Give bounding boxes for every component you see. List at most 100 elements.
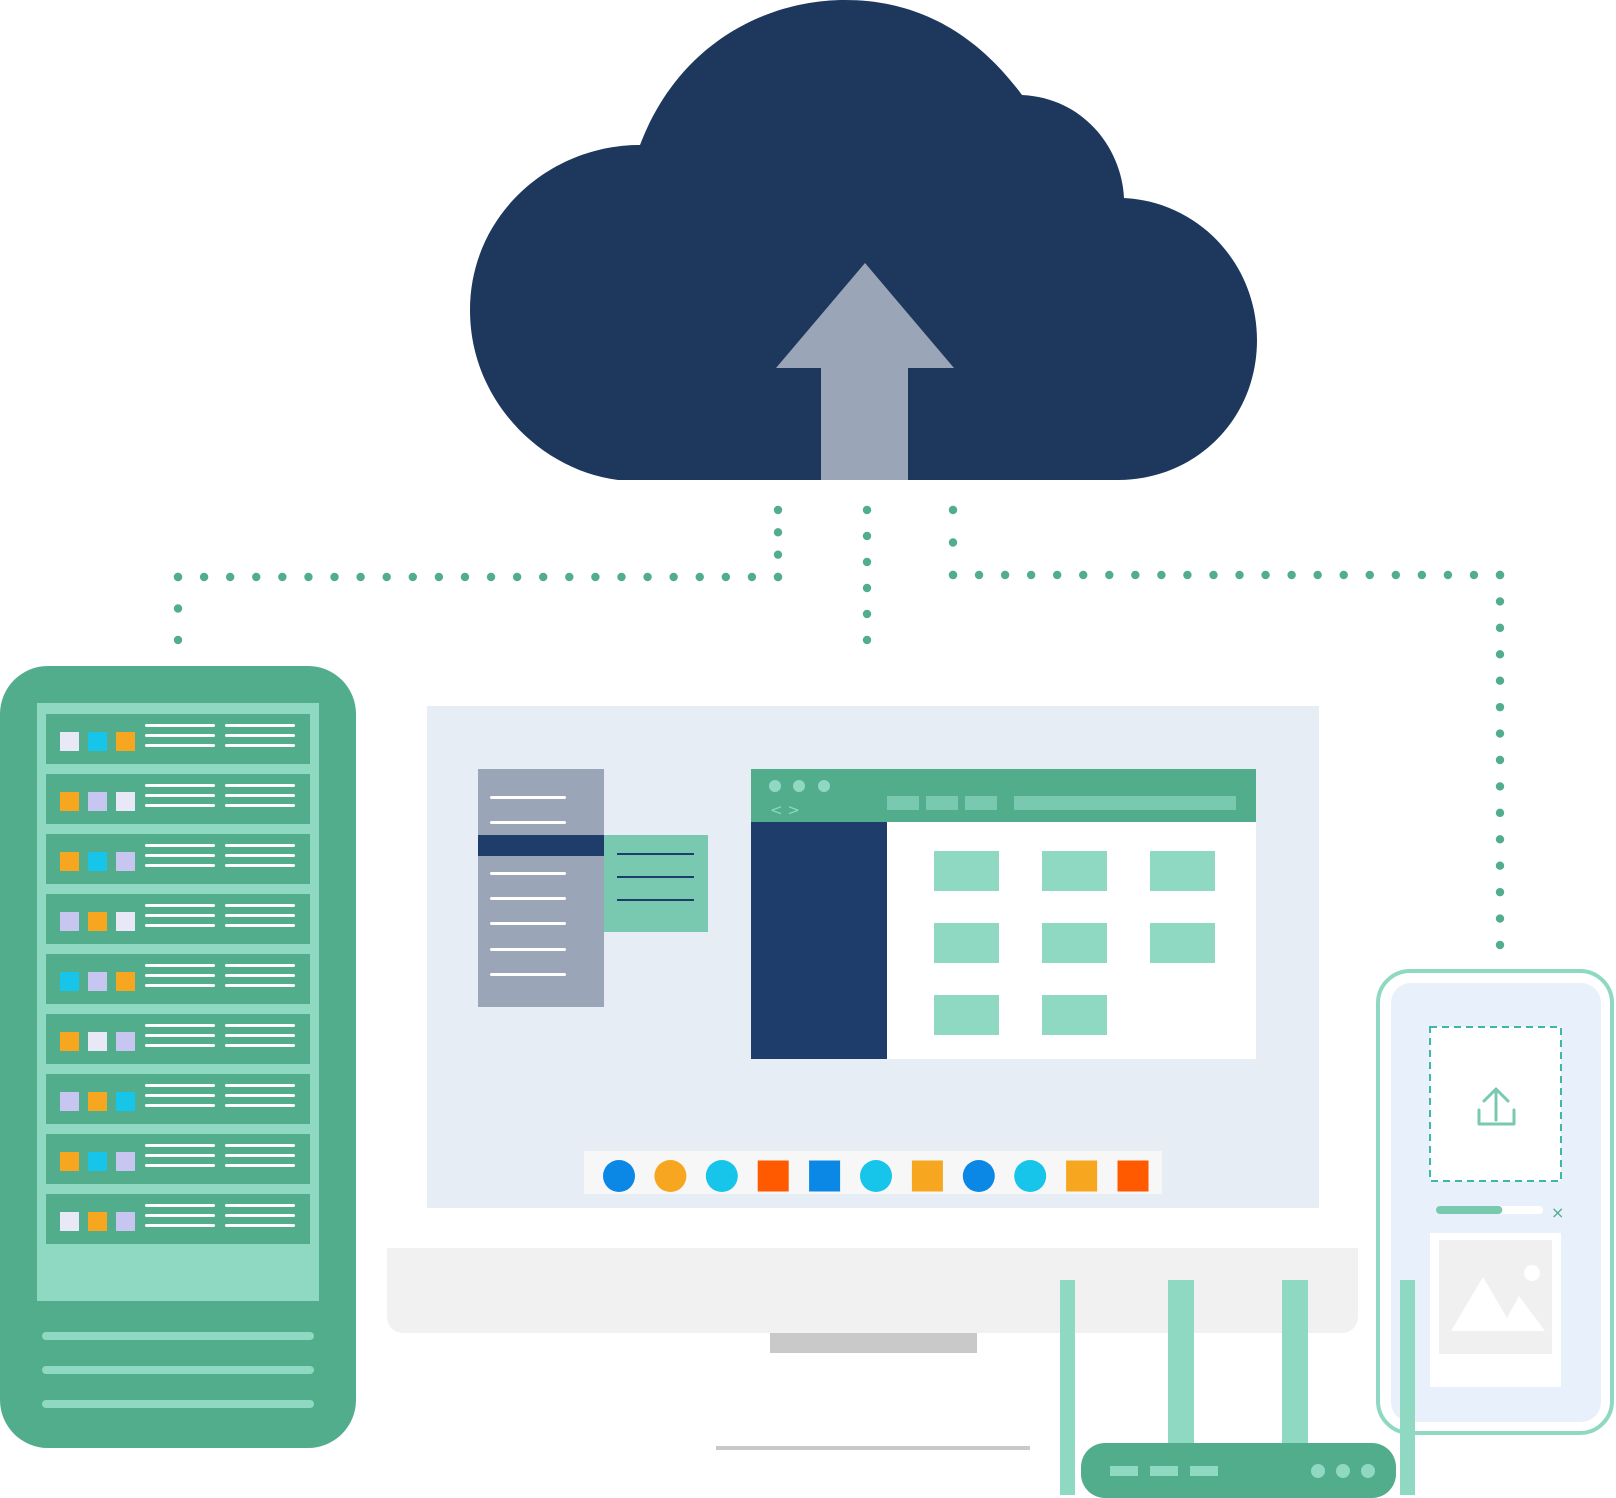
smartphone-icon: × <box>1376 969 1614 1435</box>
server-unit-line <box>145 914 215 917</box>
connector-dot <box>1495 887 1505 897</box>
server-unit-line <box>145 744 215 747</box>
server-status-light <box>88 792 107 811</box>
server-unit <box>46 714 310 764</box>
connector-dot <box>1209 570 1218 580</box>
server-status-light <box>116 1032 135 1051</box>
server-status-light <box>60 972 79 991</box>
server-unit-line <box>145 1104 215 1107</box>
monitor-stand-base <box>716 1446 1030 1450</box>
server-status-light <box>116 1092 135 1111</box>
connector-dot <box>1495 597 1505 606</box>
palette-swatches <box>603 1160 1149 1192</box>
server-unit-line <box>225 984 295 987</box>
connector-dot <box>948 505 958 515</box>
connector-dot <box>773 505 783 515</box>
content-tile <box>934 995 999 1035</box>
connector-dot <box>1339 570 1348 580</box>
router-port <box>1150 1466 1178 1476</box>
connector-dot <box>382 572 391 582</box>
file-tree-line <box>490 948 566 951</box>
connector-dot <box>408 572 417 582</box>
connector-dot <box>1495 676 1505 685</box>
content-tile <box>934 923 999 963</box>
server-unit <box>46 834 310 884</box>
server-status-light <box>88 732 107 751</box>
server-unit <box>46 1074 310 1124</box>
connector-dot <box>565 572 574 582</box>
server-unit-line <box>225 924 295 927</box>
connector-dot <box>862 505 872 515</box>
server-status-light <box>88 852 107 871</box>
browser-nav-arrows: < > <box>770 801 800 819</box>
server-unit-line <box>145 1144 215 1147</box>
connector-dot <box>173 635 183 645</box>
server-unit-line <box>225 1144 295 1147</box>
connector-dot <box>1417 570 1427 580</box>
connector-dot <box>1287 570 1296 580</box>
palette-swatch-square <box>1117 1160 1149 1192</box>
server-unit-line <box>225 1164 295 1167</box>
server-unit-line <box>145 854 215 857</box>
popup-line <box>617 899 694 901</box>
server-status-light <box>88 1032 107 1051</box>
connector-dot <box>862 583 872 593</box>
server-unit <box>46 1014 310 1064</box>
server-status-light <box>88 1212 107 1231</box>
server-status-light <box>60 792 79 811</box>
server-unit-line <box>145 1224 215 1227</box>
browser-tab <box>965 796 997 810</box>
connector-dot <box>278 572 287 582</box>
server-unit-line <box>145 794 215 797</box>
server-unit-line <box>225 854 295 857</box>
connector-lines <box>173 505 1505 950</box>
palette-swatch-square <box>911 1160 943 1192</box>
server-unit-line <box>225 904 295 907</box>
server-status-light <box>88 972 107 991</box>
connector-dot <box>773 550 783 559</box>
server-status-light <box>116 852 135 871</box>
connector-dot <box>862 531 872 541</box>
router-antenna <box>1282 1280 1308 1445</box>
server-status-light <box>88 1092 107 1111</box>
file-tree-line <box>490 922 566 925</box>
server-status-light <box>116 1212 135 1231</box>
server-unit-line <box>225 1204 295 1207</box>
content-tile <box>934 851 999 891</box>
server-unit <box>46 1134 310 1184</box>
content-tile <box>1150 923 1215 963</box>
file-tree-lines <box>490 796 566 976</box>
server-unit-line <box>145 724 215 727</box>
palette-swatch-square <box>1066 1160 1098 1192</box>
browser-tab <box>887 796 919 810</box>
connector-dot <box>948 570 958 580</box>
content-tile <box>1042 923 1107 963</box>
server-status-light <box>60 1092 79 1111</box>
connector-dot <box>1495 650 1505 659</box>
connector-dot <box>1105 570 1114 580</box>
server-unit-line <box>145 1024 215 1027</box>
connector-dot <box>225 572 235 582</box>
palette-swatch-circle <box>860 1160 892 1192</box>
cloud-shape <box>470 0 1257 480</box>
close-icon[interactable]: × <box>1551 1203 1564 1222</box>
upload-tray-icon <box>1477 1087 1516 1126</box>
server-unit-line <box>145 1084 215 1087</box>
connector-dot <box>356 572 365 582</box>
server-unit-line <box>145 844 215 847</box>
server-unit-line <box>225 1094 295 1097</box>
file-tree-panel <box>478 769 708 1007</box>
server-status-light <box>60 1212 79 1231</box>
connector-dot <box>1261 570 1270 580</box>
server-unit-line <box>145 974 215 977</box>
server-status-light <box>116 912 135 931</box>
file-tree-background <box>478 769 604 1007</box>
server-unit-line <box>145 1154 215 1157</box>
connector-dot <box>1443 570 1453 580</box>
server-unit-line <box>225 914 295 917</box>
connector-dot <box>721 572 731 582</box>
server-unit-line <box>145 1214 215 1217</box>
connector-dot <box>1495 729 1505 738</box>
server-unit-line <box>145 904 215 907</box>
connector-dot <box>1495 702 1505 712</box>
